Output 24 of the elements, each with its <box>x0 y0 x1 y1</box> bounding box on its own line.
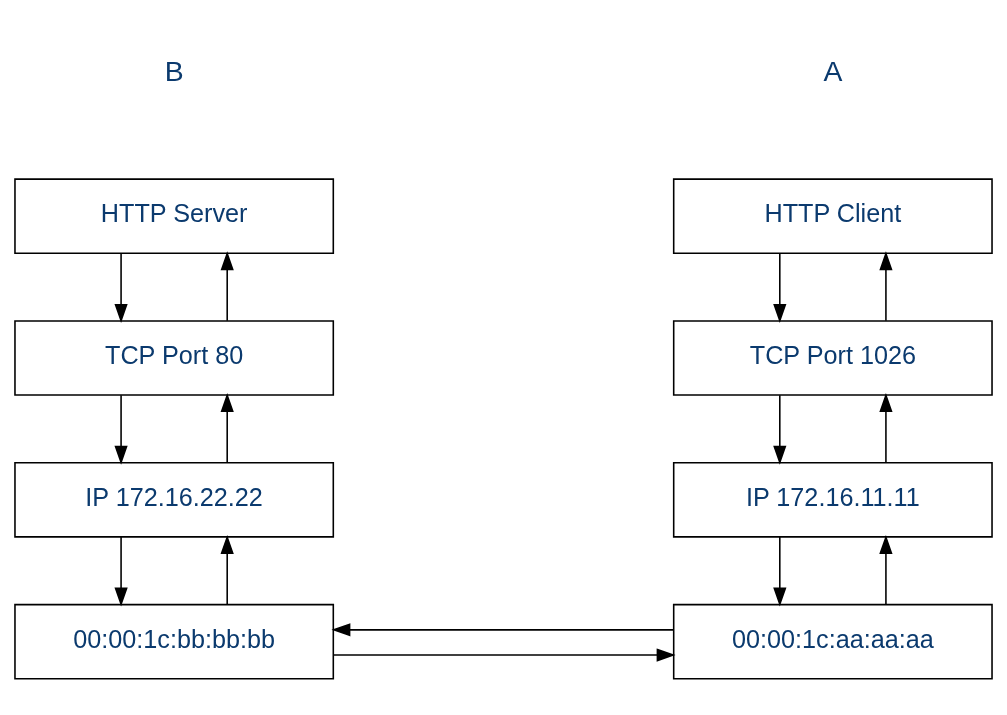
arrow <box>114 393 128 465</box>
arrow <box>114 252 128 323</box>
arrow <box>220 392 234 463</box>
label: A <box>823 54 843 87</box>
arrow <box>879 392 893 463</box>
node-box: 00:00:1c:aa:aa:aa <box>672 603 993 679</box>
node-box: TCP Port 1026 <box>672 319 993 396</box>
arrow <box>220 250 234 322</box>
arrow <box>220 534 234 605</box>
arrow <box>773 252 787 323</box>
node-box: HTTP Client <box>672 177 993 254</box>
arrow <box>879 250 893 322</box>
node-box: IP 172.16.11.11 <box>672 461 993 538</box>
label: B <box>164 54 184 87</box>
node-box: TCP Port 80 <box>14 319 335 396</box>
arrow <box>879 534 893 605</box>
arrow <box>773 393 787 465</box>
node-box: IP 172.16.22.22 <box>14 461 335 538</box>
arrow <box>114 535 128 607</box>
arrow <box>332 647 676 662</box>
arrow <box>331 622 675 636</box>
node-box: 00:00:1c:bb:bb:bb <box>14 603 335 679</box>
node-box: HTTP Server <box>14 177 335 254</box>
arrow <box>773 535 787 607</box>
